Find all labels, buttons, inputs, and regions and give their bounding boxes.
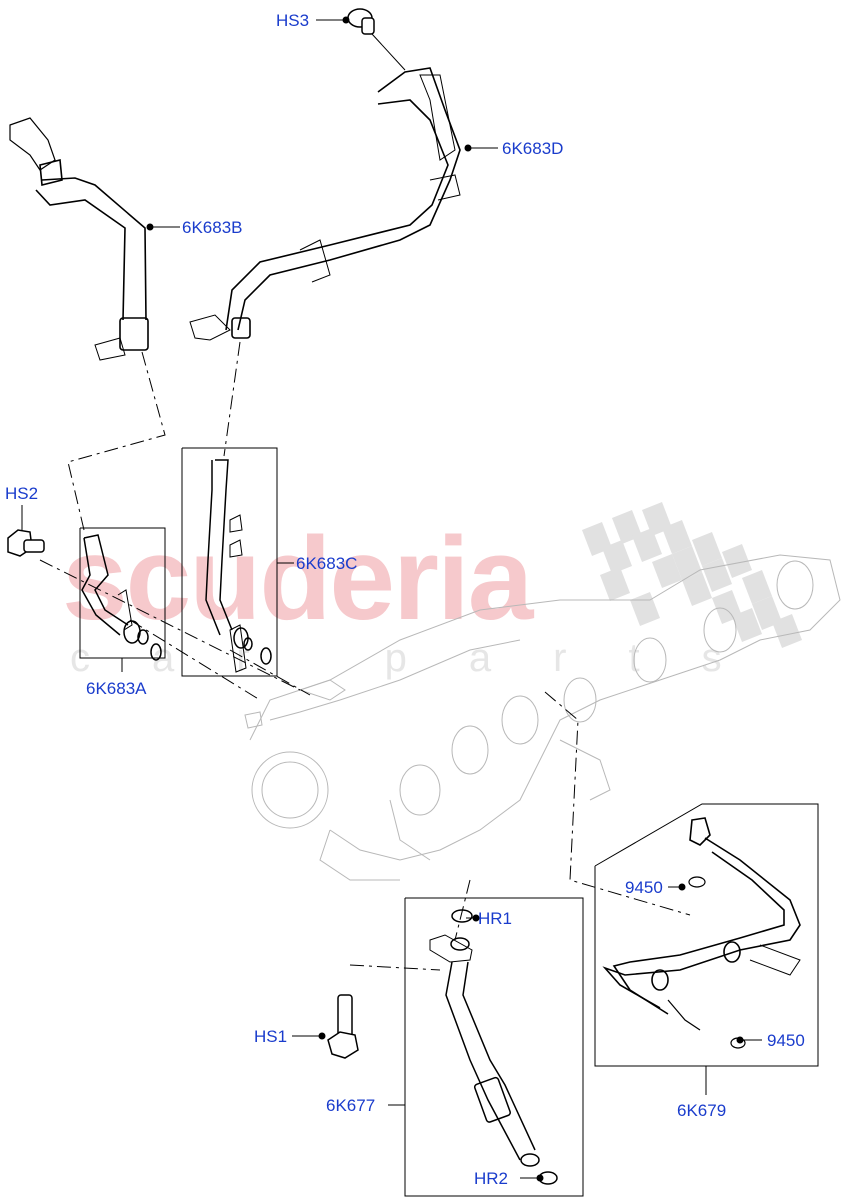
callout-hs1[interactable]: HS1: [254, 1027, 288, 1046]
box-6k677: [388, 897, 584, 1197]
box-6k683a: [79, 527, 166, 672]
pipe-6k683a: [81, 534, 162, 661]
callout-9450-lower[interactable]: 9450: [767, 1031, 805, 1050]
hs1-bolt: [327, 994, 359, 1059]
pipe-6k679: [602, 817, 801, 1049]
alignment-lines: [39, 341, 691, 971]
callout-6k683d[interactable]: 6K683D: [502, 139, 564, 158]
hose-6k683b: [9, 117, 149, 361]
box-6k679: [594, 803, 819, 1095]
callout-6k679[interactable]: 6K679: [677, 1101, 727, 1120]
callout-6k683b[interactable]: 6K683B: [182, 218, 243, 237]
callout-hs2[interactable]: HS2: [5, 484, 39, 503]
callout-6k683a[interactable]: 6K683A: [86, 679, 147, 698]
turbo-manifold-ghost: [244, 554, 841, 881]
pipe-6k683c: [205, 459, 272, 673]
pipe-6k677: [429, 909, 558, 1185]
leader-lines: [146, 16, 762, 1182]
callout-hs3[interactable]: HS3: [276, 11, 310, 30]
callout-6k683c[interactable]: 6K683C: [296, 554, 358, 573]
callout-6k677[interactable]: 6K677: [326, 1096, 376, 1115]
callout-hr1[interactable]: HR1: [478, 909, 513, 928]
hose-6k683d: [189, 67, 461, 341]
box-6k683c: [181, 447, 278, 677]
checkered-flag-watermark: [582, 502, 802, 648]
watermark-car-parts: car parts: [70, 636, 784, 680]
callout-9450-upper[interactable]: 9450: [625, 878, 663, 897]
hs3-bolt: [347, 8, 406, 71]
callout-hr2[interactable]: HR2: [474, 1169, 509, 1188]
hs2-bolt: [7, 505, 45, 557]
watermark-scuderia: scuderia: [62, 513, 533, 645]
